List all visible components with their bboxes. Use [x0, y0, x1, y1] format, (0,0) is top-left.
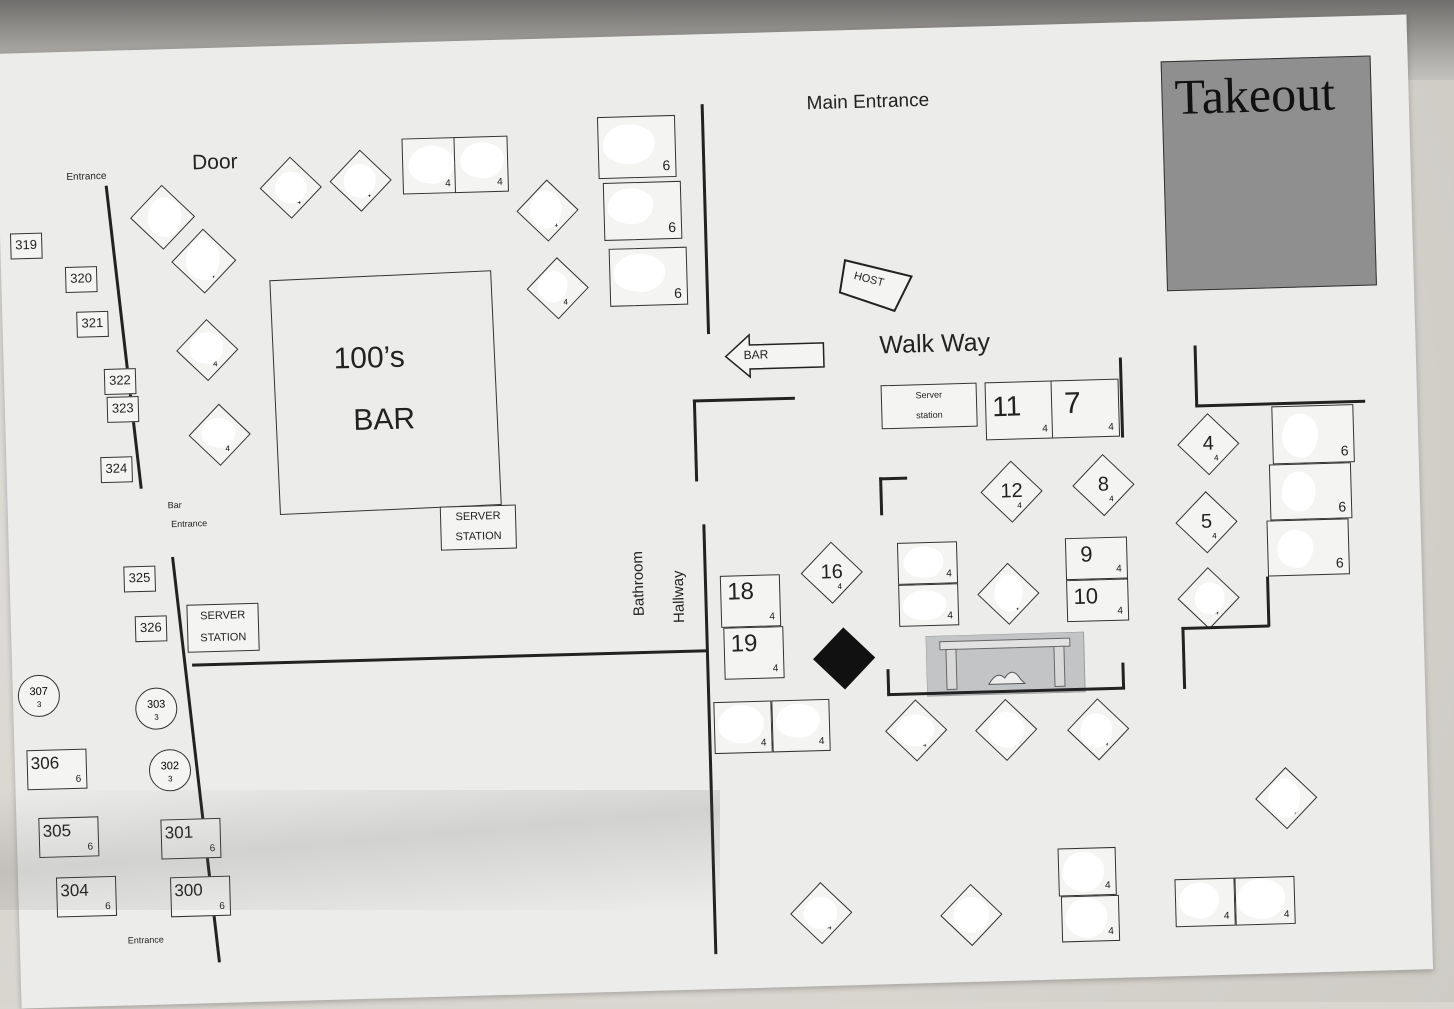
hallway-label: Hallway — [669, 570, 689, 624]
bathroom-label: Bathroom — [629, 550, 648, 617]
fireplace-icon — [925, 631, 1086, 697]
bar-name-line1: 100’s — [333, 340, 406, 376]
table-323[interactable]: 323 — [106, 396, 140, 423]
table-324[interactable]: 324 — [100, 456, 133, 484]
server-station-bar: SERVER STATION — [439, 504, 517, 551]
fireplace-wall-left — [886, 669, 891, 696]
table-325[interactable]: 325 — [123, 565, 157, 593]
stair-wall-v1 — [1181, 626, 1187, 689]
section-wall-corner-v — [879, 477, 884, 516]
bar-counter — [269, 270, 502, 516]
takeout-label: Takeout — [1173, 64, 1336, 125]
door-label: Door — [191, 150, 238, 175]
stair-wall-v2 — [1266, 576, 1271, 627]
bar-entrance-label-1: Bar — [167, 499, 182, 511]
table-322[interactable]: 322 — [103, 368, 137, 395]
bar-direction-arrow — [724, 333, 825, 379]
server-station-left: SERVER STATION — [186, 602, 260, 653]
entrance-bottom-label: Entrance — [127, 934, 164, 946]
host-stand — [838, 259, 913, 313]
fireplace-wall-right — [1121, 662, 1126, 689]
left-wall-upper — [104, 185, 143, 489]
entrance-top-label: Entrance — [66, 170, 107, 183]
dining-divider-wall — [192, 649, 708, 667]
bar-name-line2: BAR — [352, 402, 416, 438]
blacked-out-table — [813, 627, 876, 690]
section-wall-corner-h — [879, 476, 908, 481]
main-entrance-label: Main Entrance — [806, 89, 930, 115]
table-319[interactable]: 319 — [9, 232, 43, 260]
bar-entrance-label-2: Entrance — [171, 518, 208, 530]
bar-arrow-label: BAR — [743, 347, 769, 363]
stair-wall-h1 — [1181, 624, 1270, 630]
table-321[interactable]: 321 — [76, 310, 109, 338]
hallway-wall-top — [692, 399, 699, 482]
walk-way-label: Walk Way — [879, 328, 991, 360]
table-320[interactable]: 320 — [64, 266, 98, 294]
hallway-wall-top-h — [692, 396, 795, 403]
entrance-wall — [700, 104, 711, 335]
takeout-area: Takeout — [1160, 55, 1377, 292]
floor-plan-sheet: Main Entrance Takeout Entrance Door Bar … — [0, 14, 1434, 1009]
right-wall-v — [1193, 345, 1199, 406]
server-station-walkway: Server station — [880, 382, 978, 430]
table-326[interactable]: 326 — [134, 615, 168, 643]
